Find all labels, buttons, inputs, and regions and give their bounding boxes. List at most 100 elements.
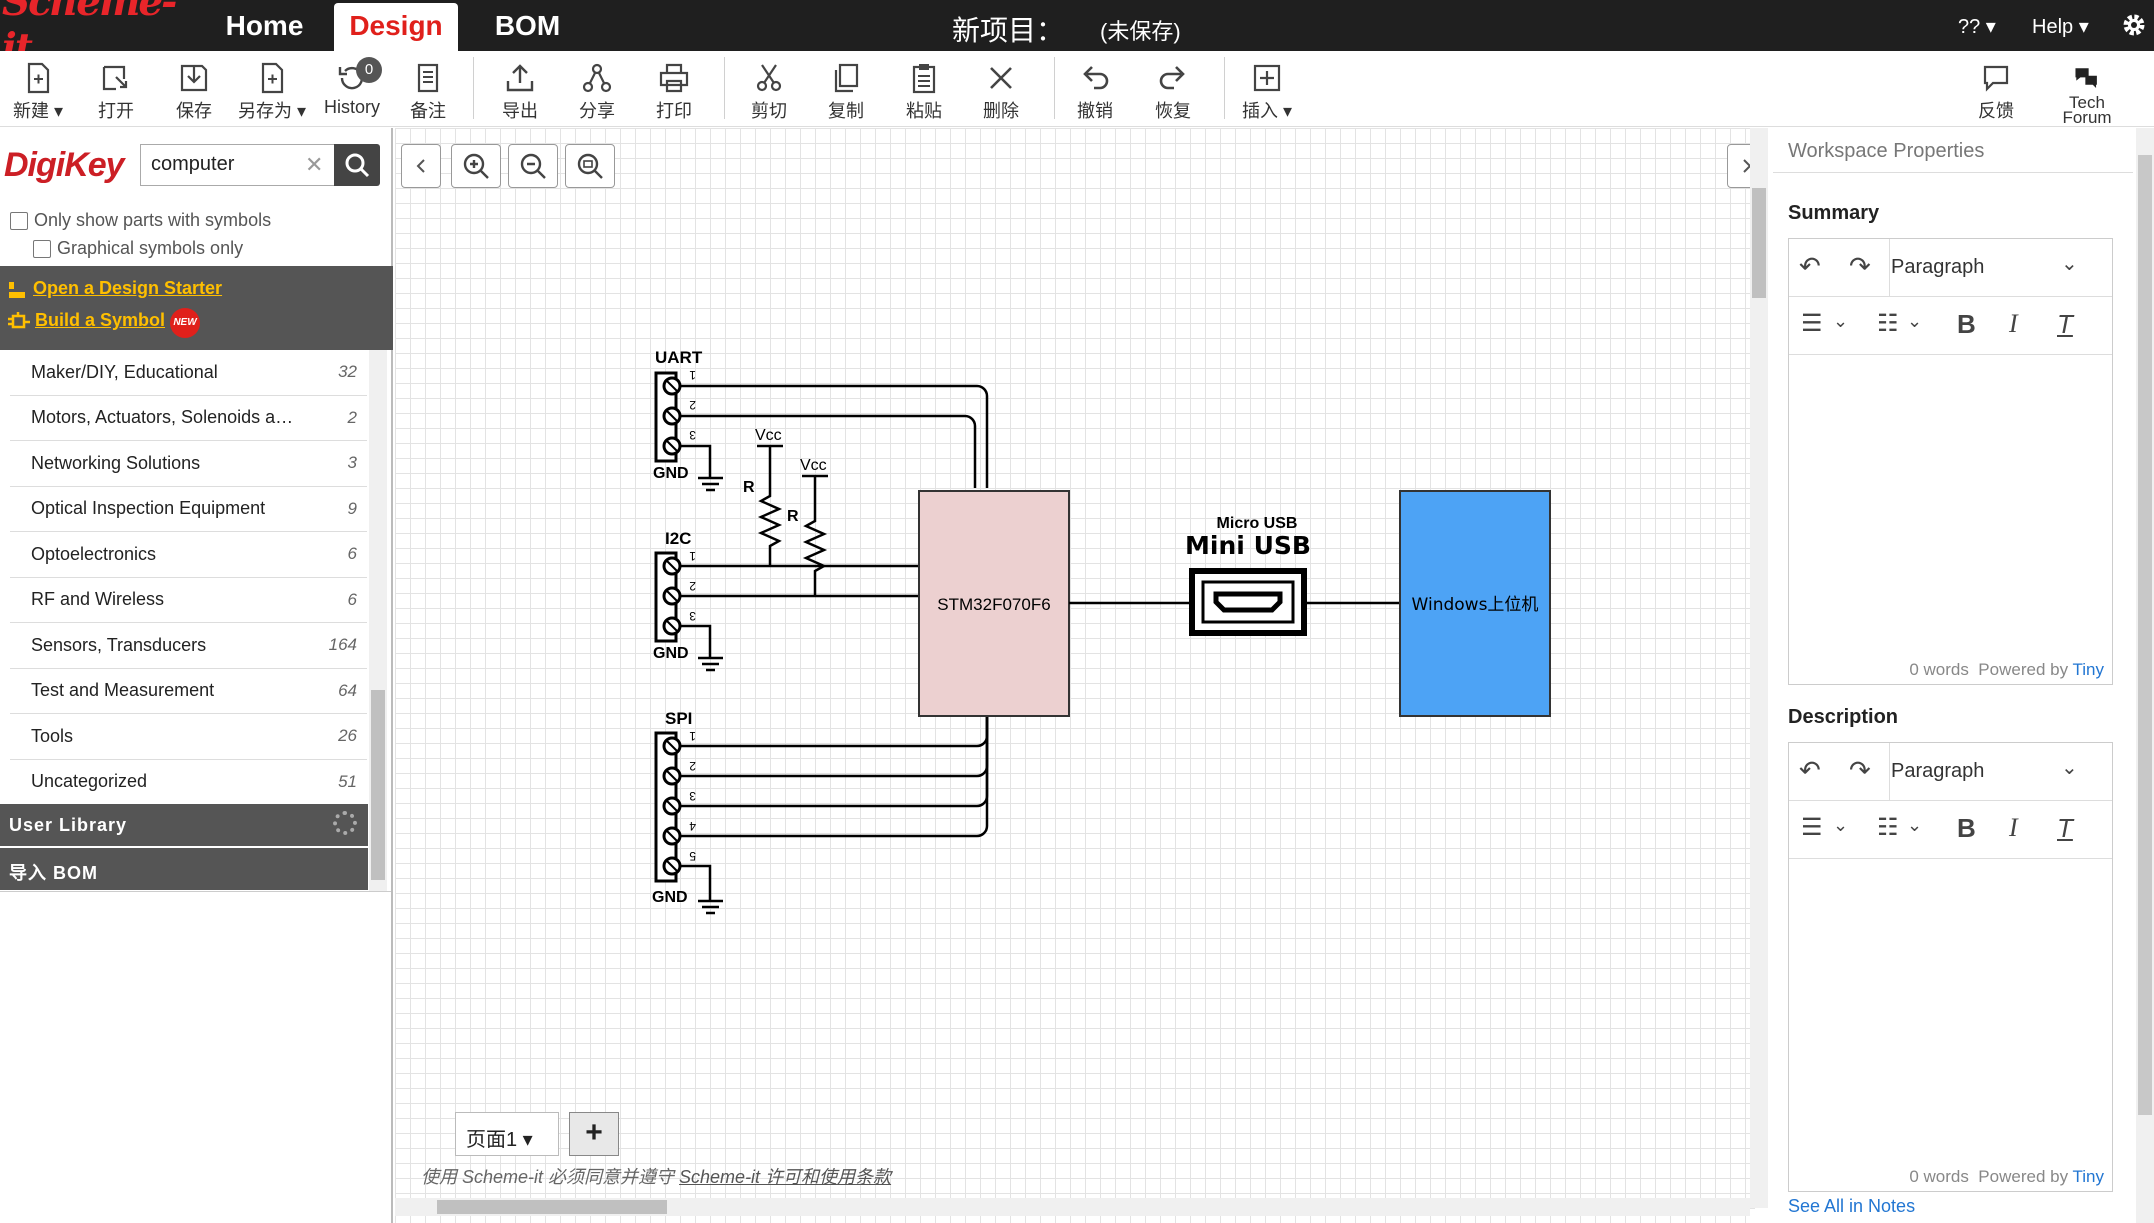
- terms-notice: 使用 Scheme-it 必须同意并遵守 Scheme-it 许可和使用条款: [421, 1167, 892, 1187]
- help-menu[interactable]: Help ▾: [2032, 16, 2089, 38]
- bold-icon[interactable]: B: [1957, 813, 1976, 843]
- zoom-fit-button[interactable]: [565, 144, 615, 188]
- notes-button[interactable]: 备注: [390, 57, 466, 123]
- checkbox-box[interactable]: [33, 239, 51, 258]
- part-search-input[interactable]: computer: [140, 144, 338, 186]
- export-button[interactable]: 导出: [482, 57, 558, 123]
- bullet-list-icon[interactable]: ☰: [1801, 310, 1823, 337]
- new-button[interactable]: 新建 ▾: [0, 57, 76, 123]
- bullet-list-icon[interactable]: ☰: [1801, 814, 1823, 841]
- category-item[interactable]: Motors, Actuators, Solenoids a…2: [10, 396, 367, 441]
- tab-bom[interactable]: BOM: [494, 10, 561, 41]
- undo-button[interactable]: 撤销: [1057, 57, 1133, 123]
- search-button[interactable]: [334, 144, 380, 186]
- open-design-starter-link[interactable]: Open a Design Starter: [33, 278, 223, 298]
- chevron-down-icon[interactable]: ⌄: [2061, 253, 2078, 275]
- italic-icon[interactable]: I: [2009, 813, 2018, 842]
- chevron-down-icon[interactable]: ⌄: [2061, 757, 2078, 779]
- usb-connector[interactable]: Micro USB Mini USB: [1185, 515, 1311, 636]
- language-menu[interactable]: ?? ▾: [1958, 16, 1996, 38]
- right-panel-scroll-thumb[interactable]: [2138, 155, 2152, 1115]
- feedback-button[interactable]: 反馈: [1958, 57, 2034, 123]
- undo-icon[interactable]: ↶: [1799, 755, 1821, 785]
- resistor-r1[interactable]: Vcc R: [743, 427, 783, 566]
- clear-format-icon[interactable]: T: [2057, 309, 2073, 339]
- zoom-out-button[interactable]: [508, 144, 558, 188]
- paragraph-format-select[interactable]: Paragraph: [1891, 760, 1985, 782]
- save-button[interactable]: 保存: [156, 57, 232, 123]
- terms-link[interactable]: Scheme-it 许可和使用条款: [679, 1167, 892, 1187]
- redo-icon[interactable]: ↷: [1849, 251, 1871, 281]
- i2c-connector[interactable]: I2C 1 2 3 GND: [653, 529, 696, 662]
- ground-symbol: [698, 899, 723, 915]
- chevron-down-icon[interactable]: ⌄: [1833, 815, 1849, 835]
- only-symbols-checkbox[interactable]: Only show parts with symbols: [10, 210, 271, 231]
- bold-icon[interactable]: B: [1957, 309, 1976, 339]
- tab-design[interactable]: Design: [334, 3, 458, 51]
- canvas-vertical-scrollbar[interactable]: [1750, 128, 1768, 1208]
- cut-button[interactable]: 剪切: [731, 57, 807, 123]
- forum-chat-icon: [2075, 68, 2097, 89]
- copy-button[interactable]: 复制: [808, 57, 884, 123]
- share-button[interactable]: 分享: [559, 57, 635, 123]
- italic-icon[interactable]: I: [2009, 309, 2018, 338]
- clear-search-icon[interactable]: ✕: [305, 152, 324, 177]
- summary-editor[interactable]: ↶ ↷ Paragraph ⌄ ☰ ⌄ ☷ ⌄ B I T 0 words Po…: [1788, 238, 2113, 685]
- graphical-only-checkbox[interactable]: Graphical symbols only: [33, 238, 243, 259]
- chevron-down-icon[interactable]: ⌄: [1833, 311, 1849, 331]
- user-library-header[interactable]: User Library: [0, 804, 368, 846]
- save-as-button[interactable]: 另存为 ▾: [232, 57, 312, 123]
- schematic-canvas[interactable]: UART 1 2 3 GND I2C 1 2 3 GND: [395, 128, 1768, 1223]
- settings-gear-icon[interactable]: [2121, 12, 2147, 38]
- pc-host-block[interactable]: Windows上位机: [1399, 490, 1551, 717]
- paragraph-format-select[interactable]: Paragraph: [1891, 256, 1985, 278]
- collapse-left-button[interactable]: [401, 144, 441, 188]
- print-button[interactable]: 打印: [636, 57, 712, 123]
- spi-connector[interactable]: SPI 1 2 3 4 5 GND: [652, 709, 696, 906]
- import-bom-header[interactable]: 导入 BOM: [0, 848, 368, 890]
- top-nav-bar: Scheme-it Home Design BOM 新项目： (未保存) ?? …: [0, 0, 2154, 71]
- delete-button[interactable]: 删除: [963, 57, 1039, 123]
- see-all-in-notes-link[interactable]: See All in Notes: [1788, 1196, 1916, 1216]
- description-editor[interactable]: ↶ ↷ Paragraph ⌄ ☰ ⌄ ☷ ⌄ B I T 0 words Po…: [1788, 742, 2113, 1192]
- chevron-down-icon[interactable]: ⌄: [1907, 311, 1923, 331]
- svg-text:Vcc: Vcc: [800, 457, 827, 474]
- add-page-button[interactable]: +: [569, 1112, 619, 1156]
- undo-icon[interactable]: ↶: [1799, 251, 1821, 281]
- checkbox-box[interactable]: [10, 211, 28, 230]
- page-selector[interactable]: 页面1 ▾: [455, 1112, 559, 1156]
- tab-home[interactable]: Home: [225, 10, 304, 41]
- paste-button[interactable]: 粘贴: [886, 57, 962, 123]
- canvas-horizontal-scrollbar[interactable]: [395, 1198, 1750, 1216]
- open-button[interactable]: 打开: [78, 57, 154, 123]
- chevron-down-icon[interactable]: ⌄: [1907, 815, 1923, 835]
- zoom-in-icon: [463, 153, 489, 179]
- uart-connector[interactable]: UART 1 2 3 GND: [653, 348, 703, 482]
- zoom-in-button[interactable]: [451, 144, 501, 188]
- numbered-list-icon[interactable]: ☷: [1877, 814, 1899, 841]
- clear-format-icon[interactable]: T: [2057, 813, 2073, 843]
- mcu-block[interactable]: STM32F070F6: [918, 490, 1070, 717]
- scheme-it-logo[interactable]: Scheme-it: [2, 0, 177, 71]
- canvas-vertical-scroll-thumb[interactable]: [1752, 188, 1766, 298]
- numbered-list-icon[interactable]: ☷: [1877, 310, 1899, 337]
- project-save-status: (未保存): [1100, 19, 1181, 44]
- redo-icon[interactable]: ↷: [1849, 755, 1871, 785]
- build-symbol-link[interactable]: Build a Symbol: [35, 310, 166, 330]
- insert-button[interactable]: 插入 ▾: [1229, 57, 1305, 123]
- category-scrollbar-thumb[interactable]: [371, 690, 385, 880]
- canvas-horizontal-scroll-thumb[interactable]: [437, 1200, 667, 1214]
- redo-button[interactable]: 恢复: [1135, 57, 1211, 123]
- resistor-r2[interactable]: Vcc R: [787, 457, 828, 596]
